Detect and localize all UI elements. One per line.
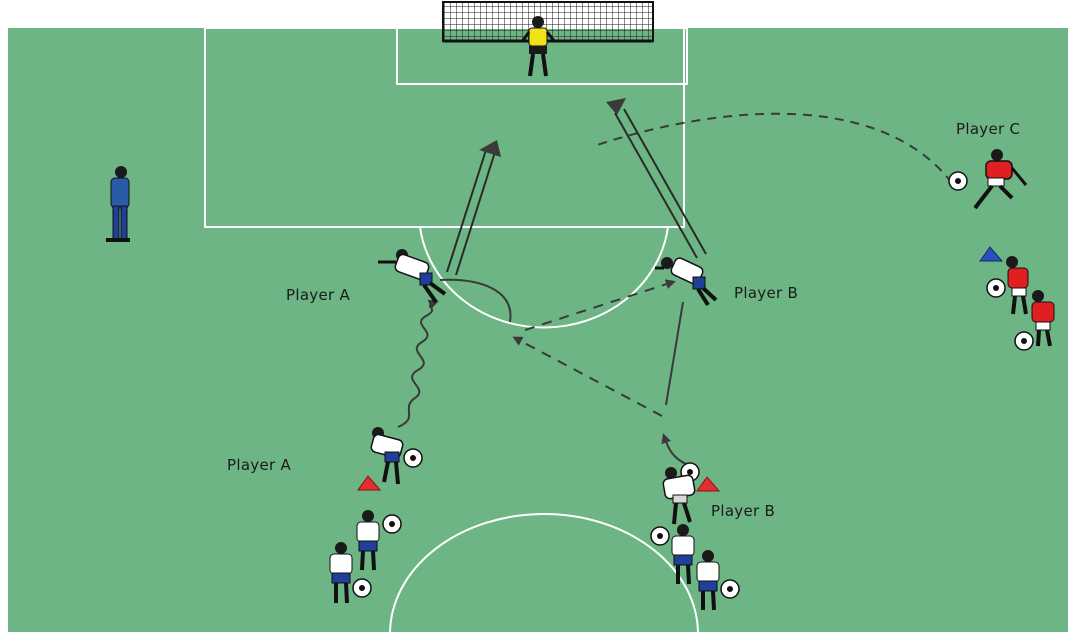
label-player-b-start: Player B xyxy=(711,502,775,520)
grass-field xyxy=(8,28,1068,632)
label-player-a-run: Player A xyxy=(286,286,350,304)
label-player-b-run: Player B xyxy=(734,284,798,302)
label-player-c: Player C xyxy=(956,120,1020,138)
label-player-a-start: Player A xyxy=(227,456,291,474)
